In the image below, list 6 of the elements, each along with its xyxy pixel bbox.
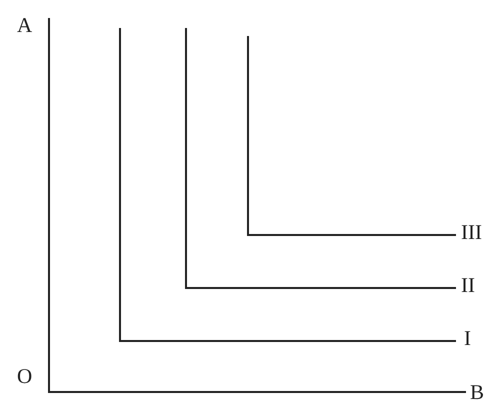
axis-label: O — [17, 366, 32, 387]
line-label: III — [461, 222, 482, 243]
axis-label: A — [17, 15, 32, 36]
line-label: I — [464, 328, 471, 349]
line-label: II — [461, 275, 475, 296]
axis-label: B — [470, 382, 484, 403]
